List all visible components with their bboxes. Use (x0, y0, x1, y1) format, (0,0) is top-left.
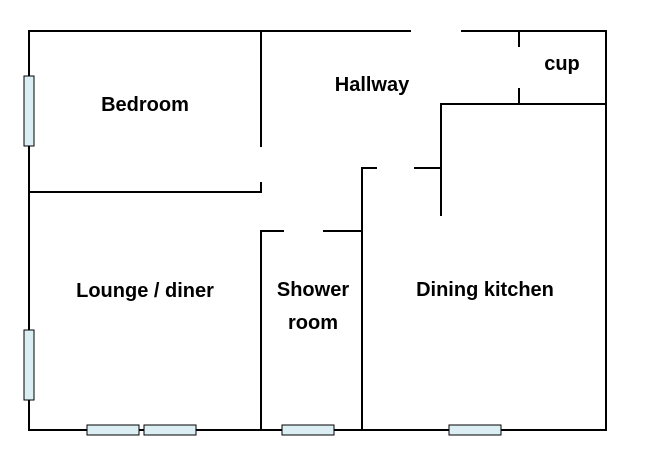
shower-window (281, 424, 335, 436)
lounge-side-window (23, 329, 35, 401)
interior-walls (28, 30, 607, 431)
room-label-shower-line2: room (288, 312, 338, 334)
room-label-kitchen: Dining kitchen (416, 279, 554, 301)
windows (23, 75, 502, 436)
kitchen-window (448, 424, 502, 436)
lounge-bottom-window-2 (143, 424, 197, 436)
room-labels: Bedroom Hallway cup Lounge / diner Showe… (76, 53, 580, 334)
room-label-hallway: Hallway (335, 74, 410, 96)
room-label-cupboard: cup (544, 53, 580, 75)
room-label-lounge: Lounge / diner (76, 280, 214, 302)
lounge-bottom-window-1 (86, 424, 140, 436)
room-label-shower-line1: Shower (277, 279, 349, 301)
room-label-bedroom: Bedroom (101, 94, 189, 116)
bedroom-window (23, 75, 35, 147)
